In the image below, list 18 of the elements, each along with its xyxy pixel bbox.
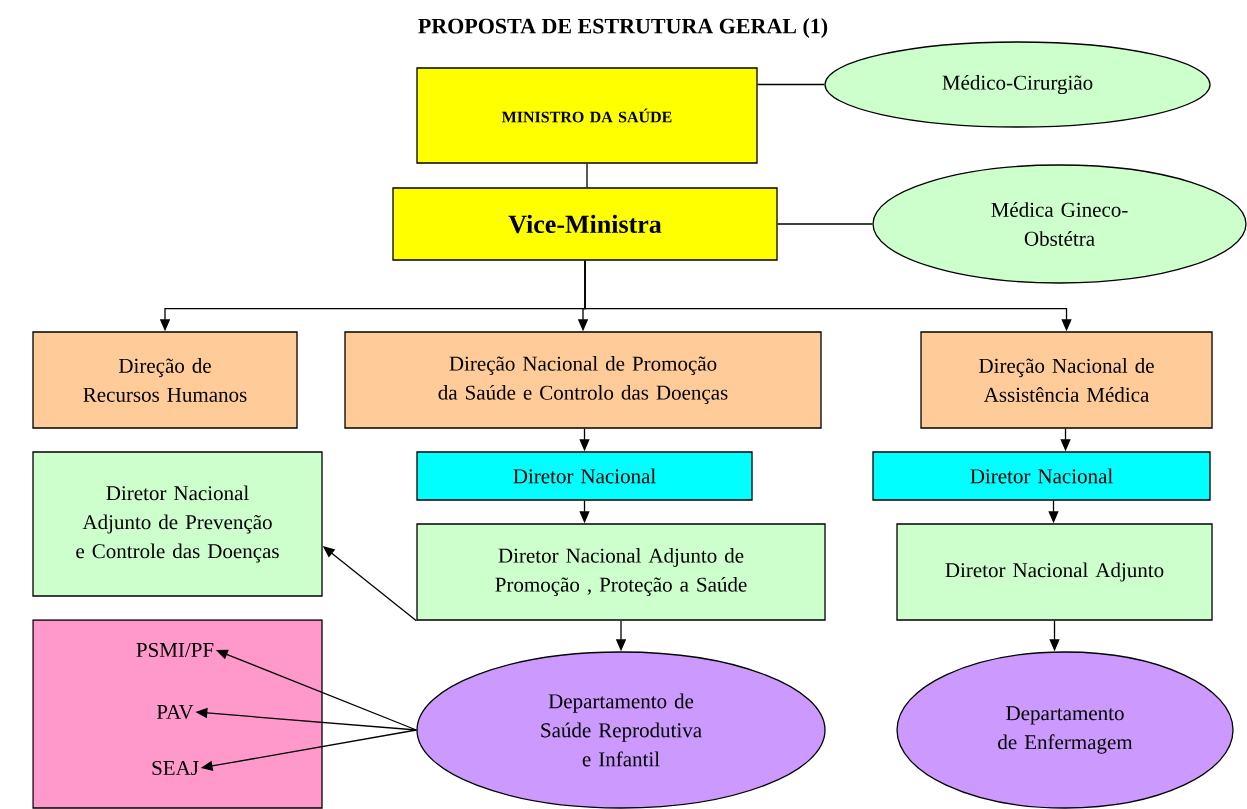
org-box: Diretor Nacional <box>416 451 753 501</box>
program-panel <box>32 619 323 809</box>
org-box: Vice-Ministra <box>392 187 778 261</box>
title: PROPOSTA DE ESTRUTURA GERAL (1) <box>418 18 828 38</box>
org-box: Direção Nacional de Promoção da Saúde e Controlo das Doenças <box>344 331 822 429</box>
org-box: Diretor Nacional <box>872 451 1211 501</box>
program-label: PSMI/PF <box>136 642 214 658</box>
program-label: PAV <box>156 704 194 720</box>
org-box: Direção de Recursos Humanos <box>32 331 298 429</box>
org-box: Diretor Nacional Adjunto de Prevenção e Controle das Doenças <box>32 451 323 597</box>
connector-line <box>586 163 588 188</box>
org-box: MINISTRO DA SAÚDE <box>416 67 758 164</box>
org-box: Direção Nacional de Assistência Médica <box>920 331 1213 429</box>
org-box: Diretor Nacional Adjunto <box>896 523 1213 621</box>
connector-line <box>777 223 873 225</box>
org-box: Diretor Nacional Adjunto de Promoção , Proteção a Saúde <box>416 523 826 621</box>
program-label: SEAJ <box>152 760 199 776</box>
connector-line <box>757 83 825 86</box>
